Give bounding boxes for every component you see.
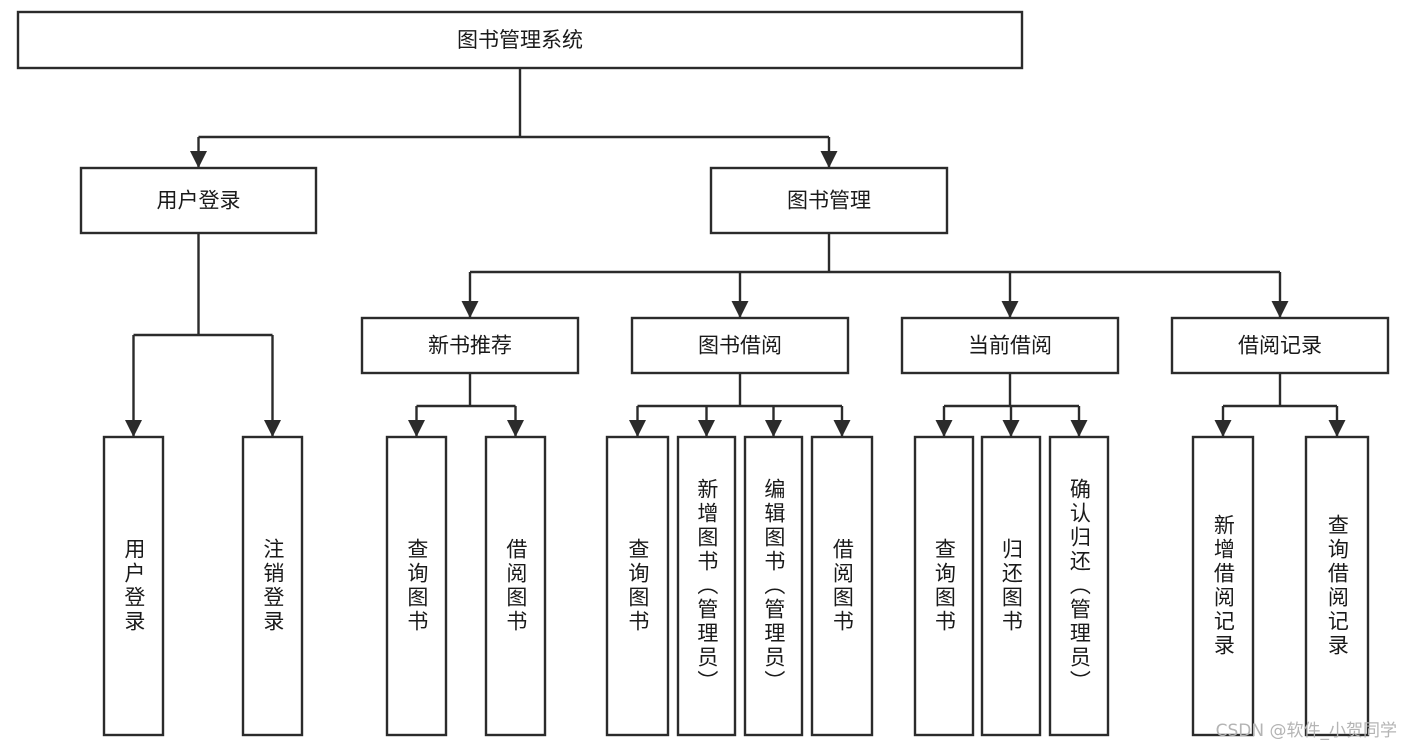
node-box-leaf[interactable]: [1048, 435, 1110, 737]
node-box-leaf[interactable]: [241, 435, 304, 737]
edge-book-borrow-arrowhead: [698, 420, 715, 437]
edge-new-book-recommend-arrowhead: [408, 420, 425, 437]
edge-root-arrowhead: [820, 151, 838, 168]
edge-borrow-record-arrowhead: [1214, 420, 1232, 437]
level3-node-label: 新书推荐: [428, 334, 512, 358]
connector-layer: [125, 68, 1346, 437]
node-box-leaf[interactable]: [676, 435, 737, 737]
node-box-level3[interactable]: [900, 316, 1120, 375]
level2-node-label: 图书管理: [787, 189, 871, 213]
edge-book-manage-arrowhead: [461, 301, 479, 318]
edge-new-book-recommend-arrowhead: [507, 420, 524, 437]
root-node-label: 图书管理系统: [457, 28, 583, 52]
node-box-level2[interactable]: [709, 166, 949, 235]
node-layer: [16, 10, 1390, 737]
level3-node-label: 当前借阅: [968, 334, 1052, 358]
edge-user-login-arrowhead: [125, 420, 142, 437]
node-box-leaf[interactable]: [980, 435, 1042, 737]
edge-book-borrow-arrowhead: [629, 420, 646, 437]
edge-root-arrowhead: [190, 151, 207, 168]
edge-current-borrow-arrowhead: [1002, 420, 1020, 437]
edge-current-borrow-arrowhead: [935, 420, 953, 437]
level2-node-label: 用户登录: [157, 189, 241, 213]
edge-book-manage-arrowhead: [1001, 301, 1019, 318]
edge-book-manage-arrowhead: [731, 301, 749, 318]
node-box-leaf[interactable]: [605, 435, 670, 737]
node-box-leaf[interactable]: [484, 435, 547, 737]
node-box-leaf[interactable]: [743, 435, 804, 737]
edge-borrow-record-arrowhead: [1328, 420, 1346, 437]
node-box-level3[interactable]: [630, 316, 850, 375]
edge-current-borrow-arrowhead: [1070, 420, 1088, 437]
node-box-leaf[interactable]: [913, 435, 975, 737]
node-box-level2[interactable]: [79, 166, 318, 235]
node-box-root[interactable]: [16, 10, 1024, 70]
node-box-level3[interactable]: [1170, 316, 1390, 375]
edge-user-login-arrowhead: [264, 420, 281, 437]
edge-book-borrow-arrowhead: [765, 420, 782, 437]
node-box-level3[interactable]: [360, 316, 580, 375]
node-box-leaf[interactable]: [810, 435, 874, 737]
watermark-text: CSDN @软件_小贺同学: [1215, 721, 1397, 741]
level3-node-label: 图书借阅: [698, 334, 782, 358]
node-box-leaf[interactable]: [1191, 435, 1255, 737]
edge-book-manage-arrowhead: [1271, 301, 1289, 318]
node-box-leaf[interactable]: [102, 435, 165, 737]
edge-book-borrow-arrowhead: [833, 420, 851, 437]
node-box-leaf[interactable]: [385, 435, 448, 737]
node-box-leaf[interactable]: [1304, 435, 1370, 737]
level3-node-label: 借阅记录: [1238, 334, 1322, 358]
